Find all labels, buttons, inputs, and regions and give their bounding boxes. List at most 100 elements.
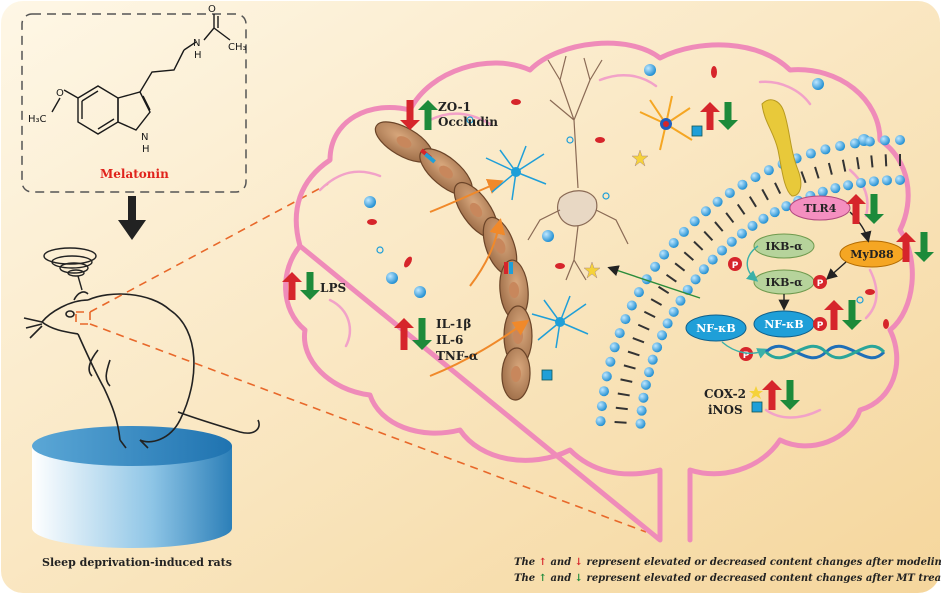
- nfkb-label-2: NF-κB: [764, 318, 803, 331]
- lipid-head: [682, 284, 693, 295]
- green-arrow: [607, 265, 701, 299]
- nfkb-label-1: NF-κB: [696, 322, 735, 335]
- zo1-green-up-arrow: [418, 100, 438, 130]
- phospho-label-3: P: [817, 321, 824, 331]
- lipid-head: [820, 144, 831, 155]
- ikba-label-2: IKB-α: [765, 276, 803, 289]
- lipid-head: [626, 300, 637, 311]
- lipid-head: [601, 371, 612, 382]
- tlr4-receptor: [761, 99, 802, 197]
- lipid-head: [635, 418, 646, 429]
- brain-outline: [283, 40, 915, 543]
- microglia-red-up-arrow: [700, 102, 720, 130]
- occludin-label: Occludin: [438, 115, 498, 129]
- lipid-head: [620, 314, 631, 325]
- brain-gyri: [318, 73, 878, 419]
- zo1-label: ZO-1: [438, 100, 471, 114]
- teal-arrows: [721, 245, 769, 359]
- astrocyte-2: [531, 295, 589, 349]
- lipid-head: [750, 172, 761, 183]
- lipid-head: [843, 180, 854, 191]
- neuron: [527, 55, 629, 281]
- orange-arrows: [429, 179, 530, 377]
- lipid-tail: [703, 230, 714, 241]
- amide-h: H: [194, 50, 202, 61]
- phospho-label-1: P: [732, 261, 739, 271]
- lipid-tail: [693, 240, 704, 251]
- lipid-head: [675, 295, 686, 306]
- myd88-node: MyD88: [839, 240, 905, 268]
- lipid-head: [712, 196, 723, 207]
- lipid-head: [636, 405, 647, 416]
- cox2-red-up-arrow: [762, 380, 782, 410]
- lipid-head: [781, 201, 792, 212]
- lipid-tail: [615, 406, 628, 411]
- lipid-head: [736, 228, 747, 239]
- lipid-head: [835, 141, 846, 152]
- change-arrows: [282, 100, 934, 410]
- lipid-head: [817, 186, 828, 197]
- treatment-arrow: [118, 196, 146, 240]
- lipid-head: [657, 330, 668, 341]
- lipid-tail: [725, 212, 735, 224]
- ikba-node-1: IKB-α: [753, 233, 815, 259]
- pathway-arrows: [778, 211, 872, 311]
- phospho-label-4: P: [743, 351, 750, 361]
- lipid-tail: [841, 159, 847, 172]
- lipid-head: [895, 135, 905, 145]
- lipid-head: [707, 254, 718, 265]
- lipid-tail: [620, 378, 633, 383]
- cytokines-green-down-arrow: [412, 318, 432, 350]
- lipid-tail: [683, 251, 694, 261]
- lipid-tail: [884, 154, 888, 167]
- lipid-tail: [643, 310, 656, 319]
- indole-n: N: [141, 132, 148, 143]
- cytokine-group: IL-1β IL-6 TNF-α: [436, 317, 478, 363]
- nfkb-green-down-arrow: [842, 300, 862, 330]
- methoxy-methyl: H₃C: [28, 114, 47, 125]
- tnfa-label: TNF-α: [436, 349, 478, 363]
- melatonin-box: N H O CH₃ O H₃C N H Melatonin: [21, 4, 247, 193]
- lipid-tail: [623, 364, 636, 370]
- lipid-tail: [632, 337, 645, 344]
- rat-illustration: [23, 291, 260, 449]
- lipid-head: [895, 175, 905, 185]
- melatonin-label: Melatonin: [100, 167, 169, 181]
- lipid-head: [879, 135, 890, 146]
- il6-label: IL-6: [436, 333, 463, 347]
- myd88-green-down-arrow: [914, 232, 934, 262]
- lipid-head: [595, 416, 606, 427]
- cox2-green-down-arrow: [780, 380, 800, 410]
- nfkb-node-2: NF-κB: [753, 310, 815, 338]
- indole-h: H: [142, 144, 150, 155]
- melatonin-structure: [51, 14, 231, 135]
- zo1-red-down-arrow: [400, 100, 420, 130]
- lipid-head: [659, 249, 670, 260]
- myd88-red-up-arrow: [896, 232, 916, 262]
- lipid-head: [769, 207, 780, 218]
- nfkb-node-1: NF-κB: [685, 314, 747, 342]
- lipid-tail: [870, 155, 874, 168]
- lipid-head: [647, 354, 658, 365]
- lipid-tail: [856, 157, 860, 170]
- lps-green-down-arrow: [300, 272, 320, 300]
- lipid-head: [678, 226, 689, 237]
- il1b-label: IL-1β: [436, 317, 471, 331]
- lipid-head: [640, 379, 651, 390]
- microglia-green-down-arrow: [718, 102, 738, 130]
- lipid-head: [881, 175, 892, 186]
- myd88-label: MyD88: [850, 248, 894, 261]
- lipid-tail: [617, 392, 630, 397]
- legend: The ↑ and ↓ represent elevated or decrea…: [514, 557, 941, 584]
- ikba-node-2: IKB-α: [753, 269, 815, 295]
- lipid-head: [758, 213, 769, 224]
- lipid-head: [868, 176, 879, 187]
- lipid-head: [737, 179, 748, 190]
- amide-n: N: [193, 38, 200, 49]
- lipid-tail: [665, 273, 677, 283]
- nfkb-red-up-arrow: [824, 300, 844, 330]
- phospho-label-2: P: [817, 279, 824, 289]
- cox2-label: COX-2: [704, 387, 746, 401]
